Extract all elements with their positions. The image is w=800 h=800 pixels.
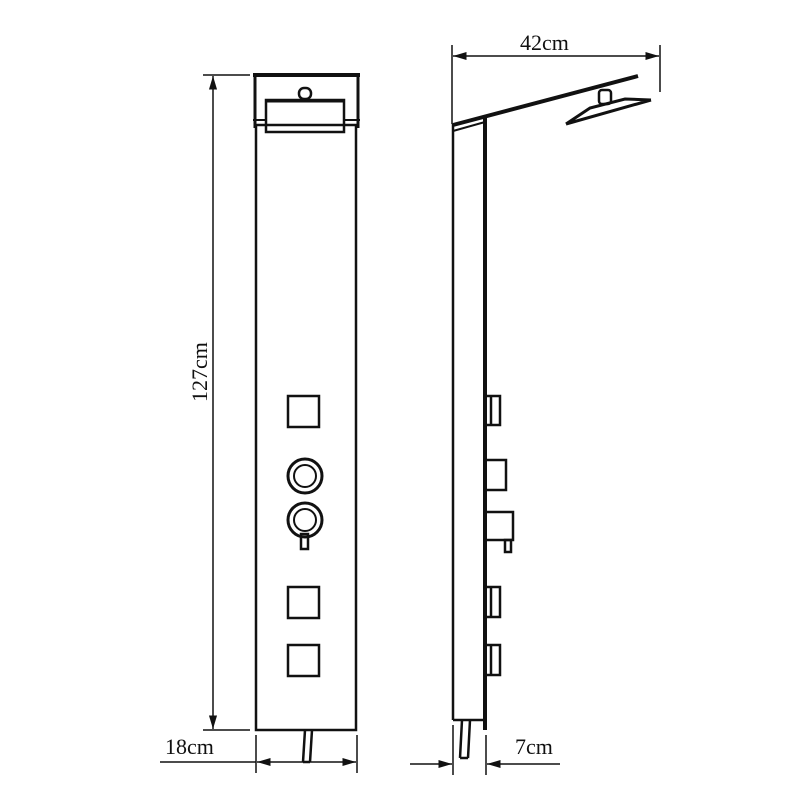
shower-head-front bbox=[264, 98, 346, 134]
height-label: 127cm bbox=[187, 342, 212, 402]
body-jet-2 bbox=[286, 585, 321, 620]
front-view bbox=[253, 73, 360, 764]
dimension-width-front: 18cm bbox=[160, 734, 358, 773]
front-panel-body bbox=[254, 123, 358, 732]
depth-panel-label: 7cm bbox=[515, 734, 553, 759]
body-jet-3 bbox=[286, 643, 321, 678]
mixer-knob-ring bbox=[286, 501, 324, 539]
dimension-depth-head: 42cm bbox=[451, 30, 661, 124]
hose-connector-front bbox=[301, 729, 314, 764]
hose-connector-side bbox=[458, 719, 472, 760]
depth-head-label: 42cm bbox=[520, 30, 569, 55]
mixer-lever bbox=[299, 532, 310, 551]
control-knob-ring bbox=[286, 457, 324, 495]
width-front-label: 18cm bbox=[165, 734, 214, 759]
dimension-height: 127cm bbox=[187, 74, 250, 731]
body-jet-1 bbox=[286, 394, 321, 429]
shower-arm bbox=[452, 74, 639, 127]
side-jets-and-knobs bbox=[483, 394, 515, 677]
dimension-depth-panel: 7cm bbox=[410, 725, 560, 775]
shower-head-connector bbox=[297, 86, 313, 101]
shower-head-side bbox=[565, 88, 652, 126]
top-bracket bbox=[253, 73, 360, 128]
side-view bbox=[451, 74, 652, 760]
